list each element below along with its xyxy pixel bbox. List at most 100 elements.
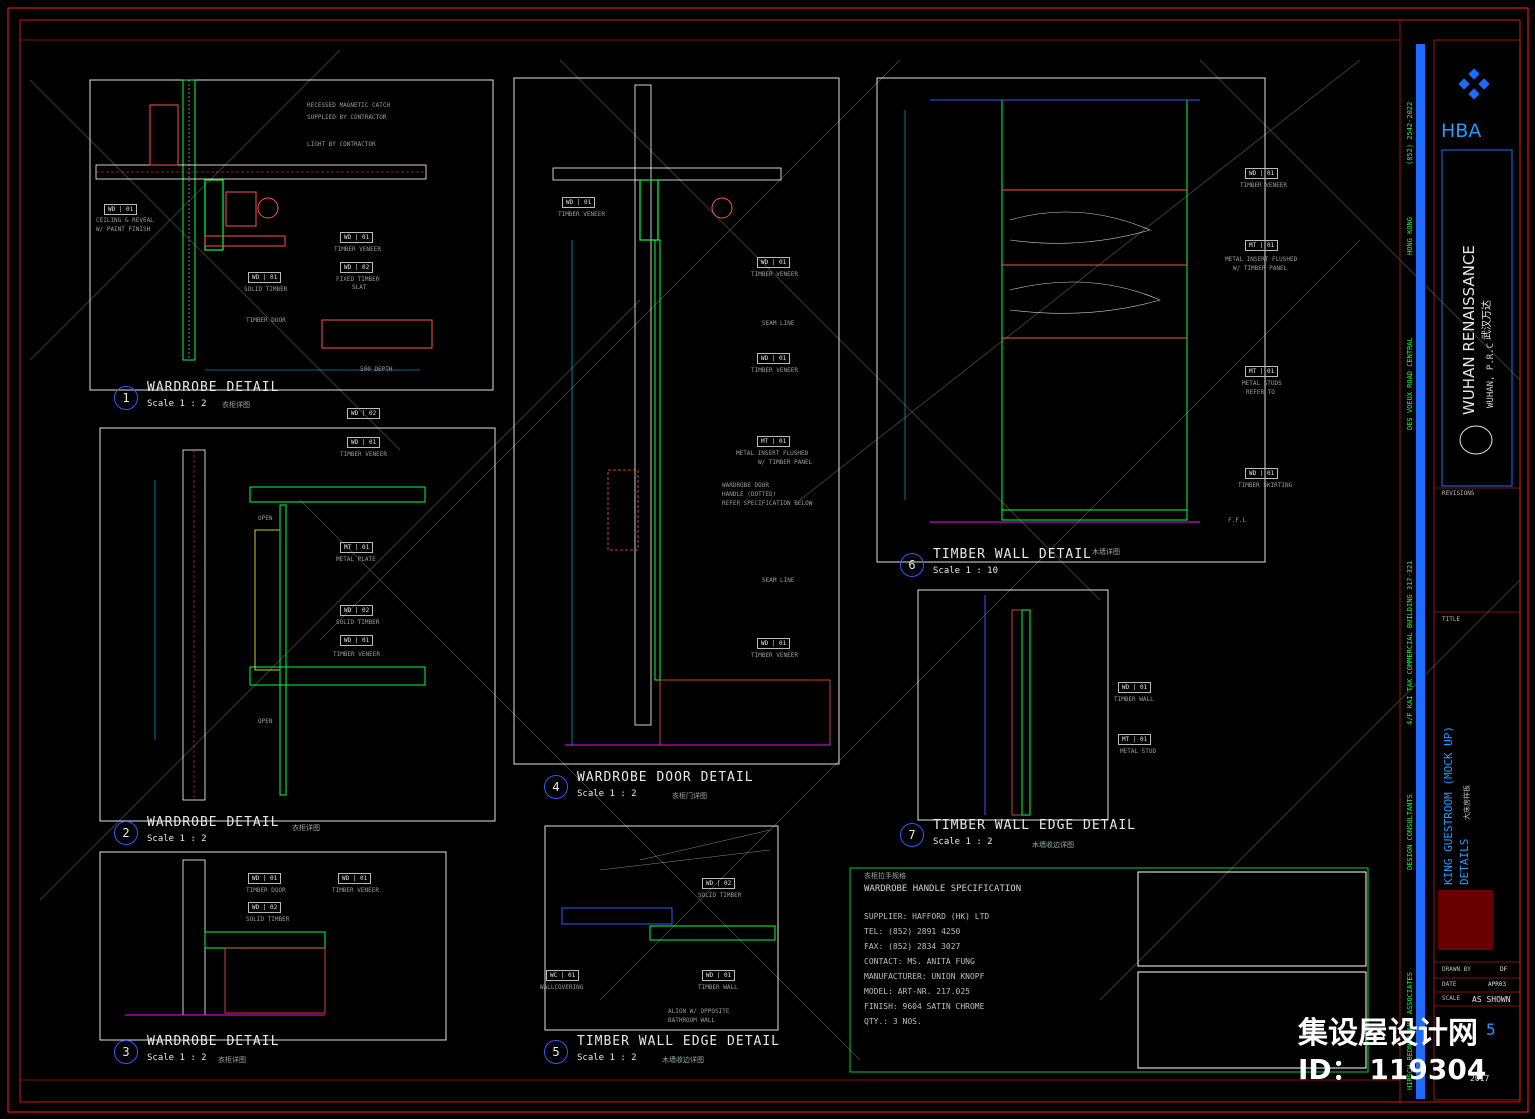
scale-label: SCALE	[1442, 995, 1461, 1002]
drawing-title: KING GUESTROOM (MOCK UP)	[1442, 726, 1455, 885]
drawn-by-value: DF	[1500, 966, 1508, 973]
material-tag: WD | 01	[1245, 468, 1279, 479]
detail-title: TIMBER WALL EDGE DETAIL	[933, 818, 1137, 833]
material-tag: WD | 01	[562, 197, 596, 208]
spec-line: FAX: (852) 2834 3027	[864, 942, 961, 951]
note-ceiling: CEILING & REVEAL	[96, 217, 154, 224]
detail-3-drawing	[99, 851, 447, 1041]
note-fixed-timber: FIXED TIMBER	[336, 276, 380, 283]
material-tag: MT | 01	[757, 436, 791, 447]
material-tag: WD | 01	[757, 638, 791, 649]
firm-address: DES VOEUX ROAD CENTRAL	[1406, 337, 1414, 430]
detail-cn-title: 衣柜门详图	[672, 792, 707, 800]
material-tag: WD | 01	[338, 873, 372, 884]
sheet-number: 5	[1486, 1020, 1496, 1039]
note-seam-line: SEAM LINE	[762, 320, 795, 327]
detail-6-drawing	[876, 77, 1266, 563]
note-metal-stud: METAL STUD	[1120, 748, 1157, 755]
note-ceiling-finish: W/ PAINT FINISH	[96, 226, 151, 233]
note-ffl: F.F.L	[1228, 517, 1247, 524]
note-solid-timber: SOLID TIMBER	[244, 286, 288, 293]
material-tag: MT | 01	[1245, 240, 1279, 251]
note-metal-studs: METAL STUDS	[1242, 380, 1282, 387]
note-timber-veneer: TIMBER VENEER	[751, 652, 798, 659]
detail-cn-title: 衣柜详图	[222, 401, 250, 409]
note-timber-veneer: TIMBER VENEER	[1240, 182, 1287, 189]
watermark-diagonals	[29, 49, 1521, 1061]
project-location: WUHAN, P.R.C	[1486, 342, 1496, 408]
firm-address: 4/F KAI TAK COMMERCIAL BUILDING 317-321	[1406, 560, 1414, 725]
detail-scale: Scale 1 : 2	[577, 1053, 637, 1063]
hba-logo-icon	[1458, 68, 1490, 100]
material-tag: WD | 01	[340, 635, 374, 646]
note-refer-to: REFER TO	[1246, 389, 1275, 396]
title-label: TITLE	[1442, 616, 1461, 623]
material-tag: WD | 02	[340, 605, 374, 616]
note-refer-spec: REFER SPECIFICATION BELOW	[722, 500, 813, 507]
detail-number: 2	[114, 821, 138, 845]
detail-number: 6	[900, 553, 924, 577]
detail-scale: Scale 1 : 2	[577, 789, 637, 799]
firm-name: HBA	[1441, 120, 1482, 142]
note-timber-veneer: TIMBER VENEER	[334, 246, 381, 253]
material-tag: WC | 01	[546, 970, 580, 981]
note-timber-veneer: TIMBER VENEER	[751, 271, 798, 278]
detail-title: WARDROBE DETAIL	[147, 815, 280, 830]
client-logo-icon	[1459, 425, 1493, 455]
spec-line: TEL: (852) 2891 4250	[864, 927, 961, 936]
detail-cn-title: 衣柜详图	[292, 824, 320, 832]
project-name-cn: 武汉万达	[1482, 300, 1493, 340]
note-timber-panel: W/ TIMBER PANEL	[758, 459, 813, 466]
material-tag: WD | 01	[1245, 168, 1279, 179]
material-tag: WD | 01	[347, 437, 381, 448]
note-timber-wall: TIMBER WALL	[698, 984, 738, 991]
note-metal-insert: METAL INSERT FLUSHED	[736, 450, 809, 457]
detail-scale: Scale 1 : 2	[147, 834, 207, 844]
material-tag: WD | 01	[104, 204, 138, 215]
drawing-subtitle: DETAILS	[1458, 838, 1471, 885]
note-solid-timber: SOLID TIMBER	[246, 916, 290, 923]
material-tag: WD | 01	[1118, 682, 1152, 693]
material-tag: WD | 01	[757, 353, 791, 364]
spec-box	[849, 867, 1369, 1073]
detail-scale: Scale 1 : 10	[933, 566, 999, 576]
detail-scale: Scale 1 : 2	[147, 399, 207, 409]
note-bathroom-wall: BATHROOM WALL	[668, 1017, 715, 1024]
note-by-contractor: SUPPLIED BY CONTRACTOR	[307, 114, 387, 121]
material-tag: WD | 01	[248, 873, 282, 884]
note-timber-veneer: TIMBER VENEER	[558, 211, 605, 218]
spec-line: FINISH: 9604 SATIN CHROME	[864, 1002, 985, 1011]
material-tag: WD | 01	[702, 970, 736, 981]
note-seam-line: SEAM LINE	[762, 577, 795, 584]
spec-line: MANUFACTURER: UNION KNOPF	[864, 972, 985, 981]
material-tag: WD | 02	[702, 878, 736, 889]
note-timber-panel: W/ TIMBER PANEL	[1233, 265, 1288, 272]
note-timber-veneer: TIMBER VENEER	[751, 367, 798, 374]
firm-address: DESIGN CONSULTANTS	[1406, 794, 1414, 870]
material-tag: WD | 01	[248, 272, 282, 283]
note-solid-timber: SOLID TIMBER	[698, 892, 742, 899]
detail-4-drawing	[513, 77, 840, 765]
detail-title: TIMBER WALL EDGE DETAIL	[577, 1034, 781, 1049]
spec-title: WARDROBE HANDLE SPECIFICATION	[864, 884, 1022, 894]
note-timber-veneer: TIMBER VENEER	[340, 451, 387, 458]
material-tag: MT | 01	[1118, 734, 1152, 745]
note-depth: 500 DEPTH	[360, 366, 393, 373]
note-timber-wall: TIMBER WALL	[1114, 696, 1154, 703]
material-tag: WD | 02	[248, 902, 282, 913]
material-tag: WD | 01	[757, 257, 791, 268]
note-metal-plate: METAL PLATE	[336, 556, 376, 563]
detail-title: WARDROBE DETAIL	[147, 1034, 280, 1049]
note-wardrobe-door: WARDROBE DOOR	[722, 482, 769, 489]
watermark-id: ID： 119304	[1298, 1053, 1487, 1086]
note-wallcovering: WALLCOVERING	[540, 984, 584, 991]
note-handle-dotted: HANDLE (DOTTED)	[722, 491, 777, 498]
detail-cn-title: 衣柜详图	[218, 1056, 246, 1064]
year: 2017	[1470, 1074, 1490, 1083]
spec-line: CONTACT: MS. ANITA FUNG	[864, 957, 975, 966]
detail-scale: Scale 1 : 2	[933, 837, 993, 847]
detail-title: WARDROBE DOOR DETAIL	[577, 770, 754, 785]
note-timber-door: TIMBER DOOR	[246, 317, 286, 324]
scale-value: AS SHOWN	[1472, 995, 1511, 1004]
